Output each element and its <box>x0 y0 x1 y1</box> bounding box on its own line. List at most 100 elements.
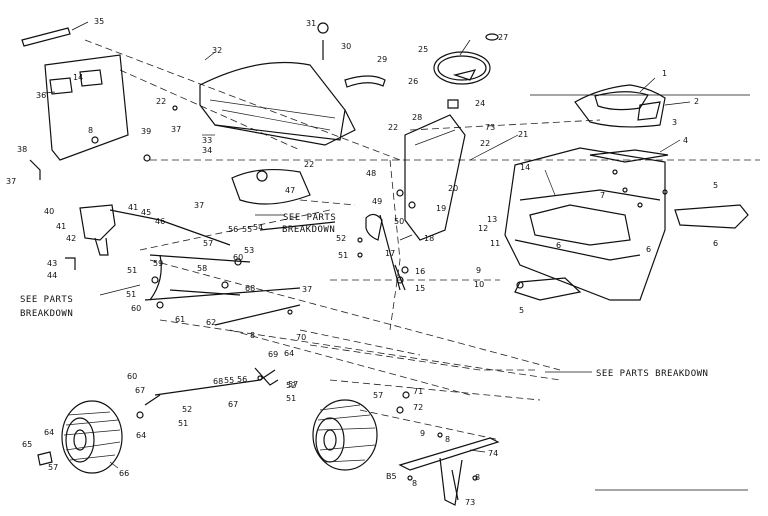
callout-60b: 60 <box>131 304 141 313</box>
part-24-column-cap <box>447 99 459 109</box>
svg-text:BREAKDOWN: BREAKDOWN <box>282 225 335 235</box>
callout-2: 2 <box>694 97 699 106</box>
callout-73b: 73 <box>465 498 475 507</box>
svg-text:SEE PARTS BREAKDOWN: SEE PARTS BREAKDOWN <box>596 369 708 379</box>
callout-51c: 51 <box>126 290 136 299</box>
callout-37b: 37 <box>171 125 181 134</box>
part-32-hood <box>199 61 356 146</box>
callout-49: 49 <box>372 197 382 206</box>
part-42-axle-bracket <box>79 204 231 256</box>
note-see-parts-center: SEE PARTS BREAKDOWN <box>282 213 336 235</box>
callout-42: 42 <box>66 234 76 243</box>
callout-22c: 22 <box>304 160 314 169</box>
part-29-handle <box>317 22 386 88</box>
callout-62: 62 <box>206 318 216 327</box>
callout-68b: 68 <box>213 377 223 386</box>
part-body-frame <box>504 147 666 301</box>
callout-22b: 22 <box>388 123 398 132</box>
callout-10: 10 <box>474 280 484 289</box>
callout-5: 5 <box>713 181 718 190</box>
callout-5b: 5 <box>519 306 524 315</box>
callout-29: 29 <box>377 55 387 64</box>
callout-70: 70 <box>296 333 306 342</box>
callout-66: 66 <box>119 469 129 478</box>
callout-51: 51 <box>127 266 137 275</box>
callout-37c: 37 <box>194 201 204 210</box>
callout-38: 38 <box>17 145 27 154</box>
callout-37: 37 <box>6 177 16 186</box>
callout-64b: 64 <box>136 431 146 440</box>
callout-60c: 60 <box>127 372 137 381</box>
callout-57: 57 <box>203 239 213 248</box>
callout-51b: 51 <box>338 251 348 260</box>
part-43-clip <box>65 257 76 270</box>
callout-52: 52 <box>336 234 346 243</box>
callout-56b: 56 <box>237 375 247 384</box>
callout-45: 45 <box>141 208 151 217</box>
callout-11: 11 <box>490 239 500 248</box>
callout-labels: 35 36 14 8 38 37 32 31 30 29 25 27 26 24… <box>6 17 718 507</box>
callout-74: 74 <box>488 449 498 458</box>
callout-B5: B5 <box>386 472 397 481</box>
callout-9: 9 <box>476 266 481 275</box>
callout-61: 61 <box>175 315 185 324</box>
part-4-seat-plate <box>589 149 669 163</box>
assembly-dashed-lines <box>84 39 760 441</box>
callout-9b: 9 <box>420 429 425 438</box>
callout-25: 25 <box>418 45 428 54</box>
callout-37d: 37 <box>302 285 312 294</box>
note-see-parts-right: SEE PARTS BREAKDOWN <box>596 369 708 379</box>
callout-43: 43 <box>47 259 57 268</box>
callout-44: 44 <box>47 271 57 280</box>
callout-57d: 57 <box>48 463 58 472</box>
callout-20: 20 <box>448 184 458 193</box>
callout-67: 67 <box>135 386 145 395</box>
part-74-rear-bracket <box>398 437 500 506</box>
callout-64c: 64 <box>44 428 54 437</box>
part-35-panel-strip <box>21 27 71 47</box>
callout-69: 69 <box>268 350 278 359</box>
callout-50: 50 <box>394 217 404 226</box>
callout-7: 7 <box>600 191 605 200</box>
callout-1: 1 <box>662 69 667 78</box>
callout-3: 3 <box>672 118 677 127</box>
callout-31: 31 <box>306 19 316 28</box>
leader-lines <box>44 21 750 491</box>
callout-48: 48 <box>366 169 376 178</box>
part-25-steering-wheel <box>433 33 499 85</box>
callout-14: 14 <box>73 73 83 82</box>
svg-text:BREAKDOWN: BREAKDOWN <box>20 309 73 319</box>
callout-8: 8 <box>88 126 93 135</box>
callout-8d: 8 <box>475 473 480 482</box>
callout-6a: 6 <box>556 241 561 250</box>
callout-65: 65 <box>22 440 32 449</box>
callout-35: 35 <box>94 17 104 26</box>
part-5b-foot-pad <box>514 277 582 301</box>
part-linkage-rods <box>144 221 336 326</box>
callout-28: 28 <box>412 113 422 122</box>
callout-57b: 57 <box>288 380 298 389</box>
callout-55b: 55 <box>224 376 234 385</box>
callout-16: 16 <box>415 267 425 276</box>
part-fuel-tank <box>231 168 311 205</box>
callout-17: 17 <box>385 249 395 258</box>
part-front-axle-assembly <box>144 367 279 406</box>
callout-68: 68 <box>245 284 255 293</box>
callout-22d: 22 <box>480 139 490 148</box>
callout-24: 24 <box>475 99 485 108</box>
part-small-fasteners <box>136 105 668 481</box>
callout-19: 19 <box>436 204 446 213</box>
callout-72: 72 <box>413 403 423 412</box>
callout-52c: 52 <box>286 381 296 390</box>
callout-33: 33 <box>202 136 212 145</box>
callout-46: 46 <box>155 217 165 226</box>
callout-57c: 57 <box>373 391 383 400</box>
part-right-front-wheel <box>312 399 378 471</box>
callout-51d: 51 <box>286 394 296 403</box>
callout-8b: 8 <box>250 331 255 340</box>
callout-34: 34 <box>202 146 212 155</box>
callout-52b: 52 <box>182 405 192 414</box>
callout-12: 12 <box>478 224 488 233</box>
